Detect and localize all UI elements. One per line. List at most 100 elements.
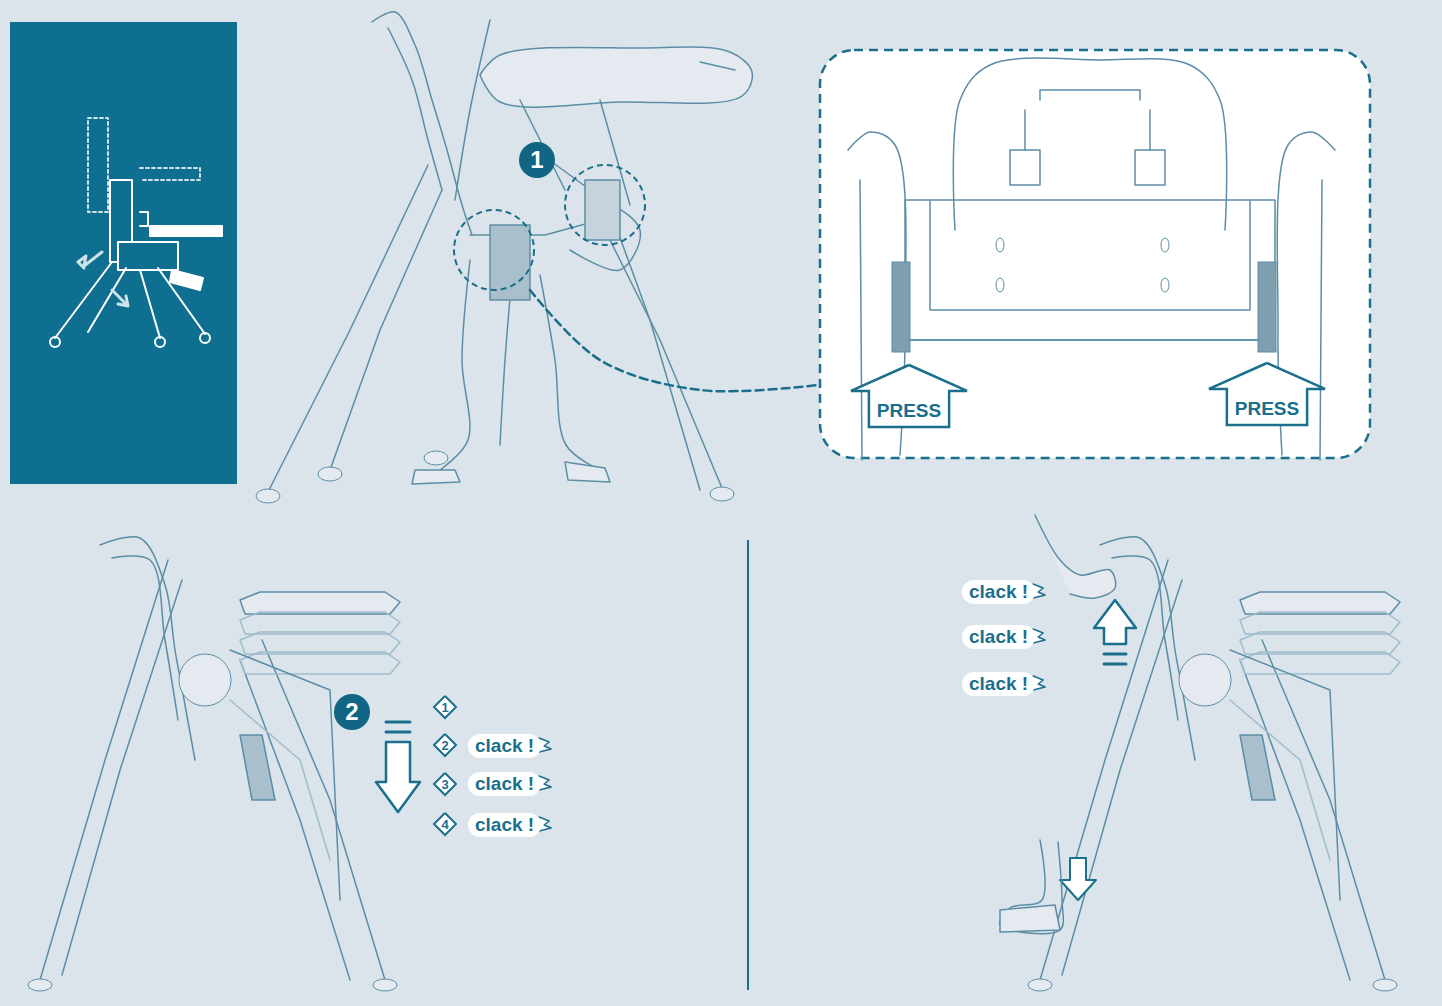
callout-number: 2: [334, 694, 370, 730]
drawing-line: [930, 200, 1250, 310]
drawing-line: [1104, 653, 1126, 656]
drawing-line: [372, 12, 472, 235]
sound-label: clack !: [468, 813, 541, 837]
wheel: [200, 333, 210, 343]
drawing-line: [700, 62, 735, 70]
drawing-line: [55, 262, 112, 338]
wheel: [50, 337, 60, 347]
drawing-line: [905, 200, 1275, 340]
sound-label: clack !: [468, 734, 541, 758]
drawing-line: [590, 200, 722, 488]
detail-inset: [820, 50, 1370, 458]
drawing-line: [1000, 840, 1064, 934]
drawing-line: [1040, 560, 1168, 980]
drawing-line: [240, 660, 350, 980]
drawing-line: [240, 735, 275, 800]
drawing-line: [62, 580, 182, 975]
drawing-line: [565, 462, 610, 482]
drawing-line: [1240, 612, 1400, 634]
hole: [996, 278, 1004, 292]
drawing-line: [262, 640, 385, 980]
sound-label: clack !: [468, 772, 541, 796]
drawing-line: [388, 28, 442, 190]
drawing-line: [953, 58, 1226, 230]
node-text: 3: [441, 777, 448, 792]
drawing-line: [1060, 858, 1096, 900]
drawing-line: [1230, 700, 1330, 860]
sound-label: clack !: [962, 625, 1035, 649]
drawing-line: [520, 100, 565, 190]
node-text: PRESS: [1235, 398, 1299, 420]
wheel: [155, 337, 165, 347]
drawing-line: [455, 20, 490, 200]
drawing-line: [1024, 110, 1026, 150]
sound-label: clack !: [962, 672, 1035, 696]
info-panel: [10, 22, 237, 484]
drawing-line: [540, 275, 600, 470]
wheel: [710, 487, 734, 501]
step-diamond: 1: [433, 695, 457, 719]
drawing-line: [1000, 905, 1060, 932]
node-text: 4: [441, 817, 448, 832]
drawing-line: [88, 118, 108, 212]
drawing-line: [480, 47, 752, 107]
step-diamond: 4: [433, 812, 457, 836]
foot: [373, 979, 397, 991]
foot: [1028, 979, 1052, 991]
wheel: [424, 451, 448, 465]
sound-label: clack !: [962, 580, 1035, 604]
drawing-line: [140, 168, 200, 180]
drawing-line: [170, 270, 203, 290]
drawing-line: [240, 592, 400, 614]
drawing-line: [860, 180, 862, 460]
callout-number: 1: [519, 142, 555, 178]
drawing-line: [1320, 180, 1322, 460]
drawing-line: [140, 270, 160, 338]
drawing-line: [412, 470, 460, 484]
drawing-line: [905, 339, 1275, 341]
drawing-line: [1149, 110, 1151, 150]
drawing-line: [240, 612, 400, 634]
drawing-line: [1104, 663, 1126, 666]
divider: [747, 540, 749, 990]
node-text: PRESS: [877, 400, 941, 422]
drawing-line: [230, 700, 330, 860]
drawing-line: [330, 190, 442, 470]
node-text: 2: [345, 698, 358, 726]
drawing-line: [610, 210, 700, 490]
drawing-line: [158, 268, 205, 334]
drawing-line: [1062, 580, 1182, 975]
node-text: 1: [441, 700, 448, 715]
drawing-line: [386, 731, 410, 734]
detail-circle: [565, 165, 645, 245]
drawing-line: [150, 226, 222, 236]
drawing-line: [118, 242, 178, 270]
wheel: [256, 489, 280, 503]
drawing-line: [1240, 592, 1400, 614]
hole: [1161, 278, 1169, 292]
drawing-line: [440, 260, 470, 470]
drawing-line: [1100, 537, 1195, 760]
drawing-line: [1040, 90, 1140, 100]
foot: [1373, 979, 1397, 991]
drawing-line: [112, 290, 128, 306]
drawing-line: [100, 537, 195, 760]
drawing-line: [1010, 150, 1040, 185]
step-diamond: 2: [433, 733, 457, 757]
drawing-line: [585, 180, 620, 240]
drawing-line: [40, 560, 168, 980]
hole: [996, 238, 1004, 252]
drawing-line: [268, 165, 428, 492]
press-arrow: PRESS: [850, 364, 968, 428]
drawing-line: [1035, 515, 1116, 598]
release-button: [1258, 262, 1276, 352]
drawing-line: [1135, 150, 1165, 185]
drawing-line: [240, 632, 400, 654]
foot: [28, 979, 52, 991]
drawing-line: [78, 252, 102, 268]
drawing-line: [1240, 735, 1275, 800]
drawing-line: [1230, 650, 1340, 900]
drawing-line: [140, 212, 148, 226]
drawing-line: [376, 742, 420, 812]
